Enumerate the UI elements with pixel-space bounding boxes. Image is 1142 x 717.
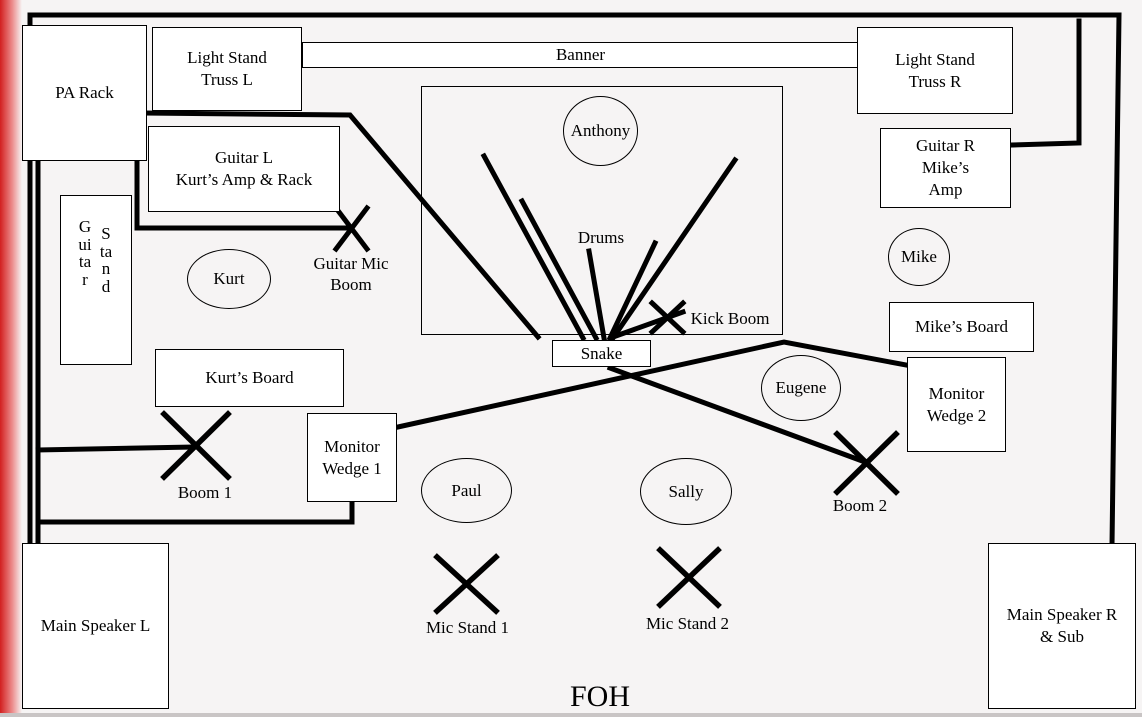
person-anthony: Anthony — [563, 96, 638, 166]
bottom-edge — [0, 713, 1142, 717]
kick-boom-x — [648, 299, 687, 336]
pa-to-snake-cable — [142, 110, 542, 341]
boom-2-label: Boom 2 — [832, 496, 888, 515]
snake: Snake — [552, 340, 651, 367]
person-mike: Mike — [888, 228, 950, 286]
light-stand-truss-r: Light Stand Truss R — [857, 27, 1013, 114]
boom-1-label: Boom 1 — [177, 483, 233, 502]
mikes-board: Mike’s Board — [889, 302, 1034, 352]
main-speaker-l: Main Speaker L — [22, 543, 169, 709]
guitar-r-cable — [1008, 18, 1082, 148]
guitar-l-amp-rack: Guitar L Kurt’s Amp & Rack — [148, 126, 340, 212]
kurts-board: Kurt’s Board — [155, 349, 344, 407]
guitar-mic-cable — [134, 157, 352, 231]
guitar-stand-label-col1: Guitar — [78, 217, 92, 289]
guitar-mic-boom-label: Guitar Mic Boom — [313, 254, 389, 294]
monitor-wedge-2: Monitor Wedge 2 — [907, 357, 1006, 452]
mic-stand-2-x — [656, 546, 722, 609]
mic-stand-1-x — [433, 553, 500, 615]
drum-riser — [421, 86, 783, 335]
mic-stand-1-label: Mic Stand 1 — [425, 618, 510, 637]
snake-to-boom-2-cable — [606, 364, 869, 466]
monitor-link-cable — [395, 339, 909, 430]
person-sally: Sally — [640, 458, 732, 525]
boom-1-x — [160, 410, 232, 481]
main-speaker-r-sub: Main Speaker R & Sub — [988, 543, 1136, 709]
monitor-wedge-1: Monitor Wedge 1 — [307, 413, 397, 502]
banner: Banner — [302, 42, 859, 68]
drum-mic-lines — [480, 152, 739, 342]
kick-boom-label: Kick Boom — [690, 309, 770, 328]
mic-stand-2-label: Mic Stand 2 — [645, 614, 730, 633]
person-eugene: Eugene — [761, 355, 841, 421]
drums-label: Drums — [577, 228, 625, 247]
light-stand-truss-l: Light Stand Truss L — [152, 27, 302, 111]
guitar-mic-boom-x — [332, 204, 371, 253]
guitar-stand-label-col2: Stand — [99, 224, 113, 296]
foh-label: FOH — [569, 680, 630, 713]
person-paul: Paul — [421, 458, 512, 523]
pa-rack: PA Rack — [22, 25, 147, 161]
guitar-stand — [60, 195, 132, 365]
person-kurt: Kurt — [187, 249, 271, 309]
left-edge-accent — [0, 0, 22, 717]
guitar-r-amp: Guitar R Mike’s Amp — [880, 128, 1011, 208]
boom-2-x — [833, 430, 900, 496]
monitor-1-cable — [35, 499, 355, 525]
boom-1-cable — [35, 444, 195, 453]
